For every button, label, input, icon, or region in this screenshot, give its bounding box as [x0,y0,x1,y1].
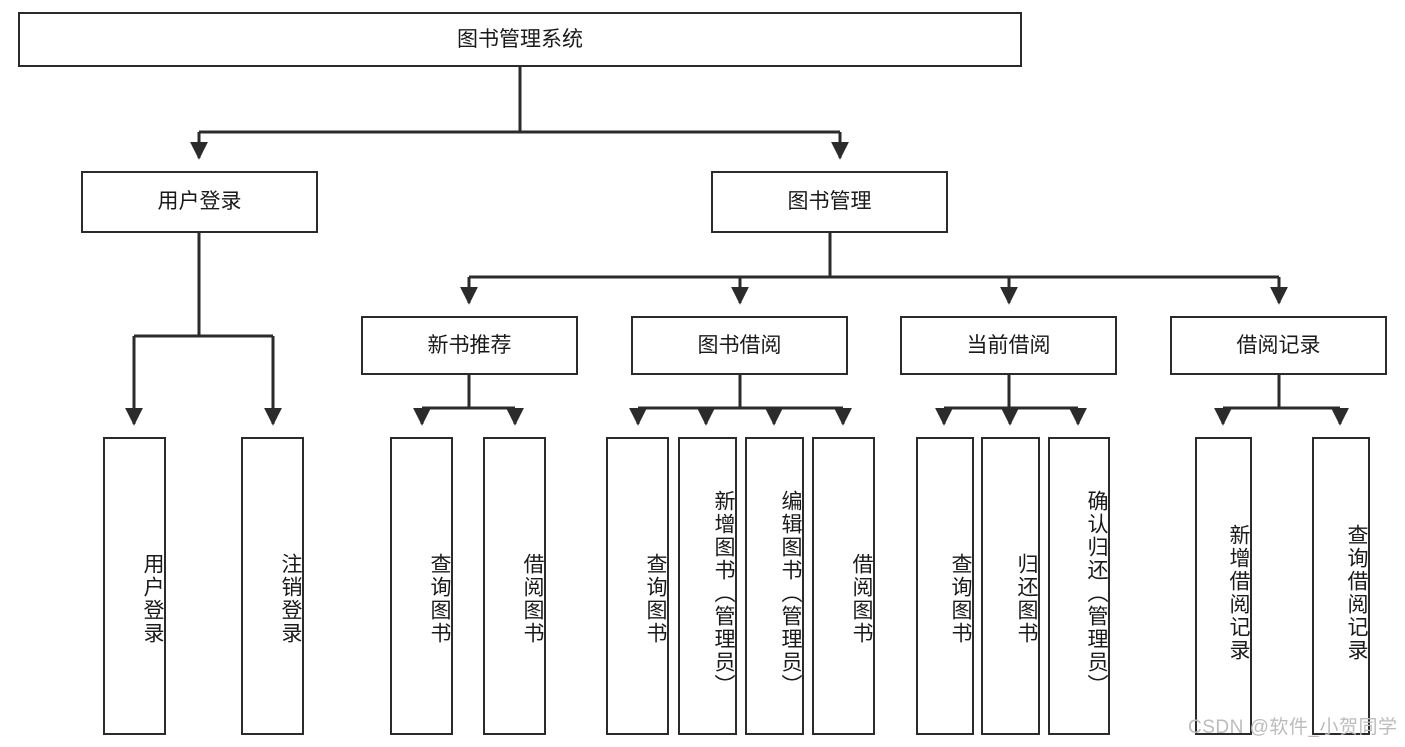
leaf-borrow-book[interactable]: 借阅图书 [812,437,875,735]
node-label: 注销登录 [279,553,302,645]
node-label: 查询图书 [949,553,972,645]
node-label: 查询图书 [428,553,451,645]
node-label: 新增借阅记录 [1227,524,1250,662]
leaf-query-book-borrow[interactable]: 查询图书 [606,437,669,735]
node-label: 图书管理 [787,190,872,214]
leaf-confirm-return-admin[interactable]: 确认归还（管理员） [1048,437,1110,735]
node-book-management[interactable]: 图书管理 [711,171,948,233]
node-label: 查询借阅记录 [1345,524,1368,662]
node-label: 图书管理系统 [457,27,583,51]
node-label: 图书借阅 [697,333,782,357]
node-borrow-record[interactable]: 借阅记录 [1170,316,1387,375]
node-current-borrow[interactable]: 当前借阅 [900,316,1117,375]
leaf-query-book-recommend[interactable]: 查询图书 [390,437,453,735]
node-new-book-recommend[interactable]: 新书推荐 [361,316,578,375]
node-book-borrow[interactable]: 图书借阅 [631,316,848,375]
leaf-borrow-book-recommend[interactable]: 借阅图书 [483,437,546,735]
node-label: 确认归还（管理员） [1085,489,1108,697]
node-label: 新书推荐 [427,333,512,357]
leaf-logout-login[interactable]: 注销登录 [241,437,304,735]
leaf-query-book-current[interactable]: 查询图书 [916,437,974,735]
node-label: 借阅图书 [521,553,544,645]
node-label: 归还图书 [1015,553,1038,645]
node-label: 用户登录 [157,190,242,214]
leaf-user-login[interactable]: 用户登录 [103,437,166,735]
node-label: 借阅记录 [1236,333,1321,357]
node-label: 新增图书（管理员） [712,489,735,697]
leaf-return-book[interactable]: 归还图书 [981,437,1040,735]
node-user-login[interactable]: 用户登录 [81,171,318,233]
node-label: 借阅图书 [850,553,873,645]
node-label: 当前借阅 [966,333,1051,357]
node-label: 查询图书 [644,553,667,645]
node-root-library-system[interactable]: 图书管理系统 [18,12,1022,67]
node-label: 编辑图书（管理员） [779,489,802,697]
leaf-add-borrow-record[interactable]: 新增借阅记录 [1195,437,1252,735]
leaf-add-book-admin[interactable]: 新增图书（管理员） [678,437,737,735]
leaf-edit-book-admin[interactable]: 编辑图书（管理员） [745,437,804,735]
node-label: 用户登录 [141,553,164,645]
leaf-query-borrow-record[interactable]: 查询借阅记录 [1312,437,1370,735]
